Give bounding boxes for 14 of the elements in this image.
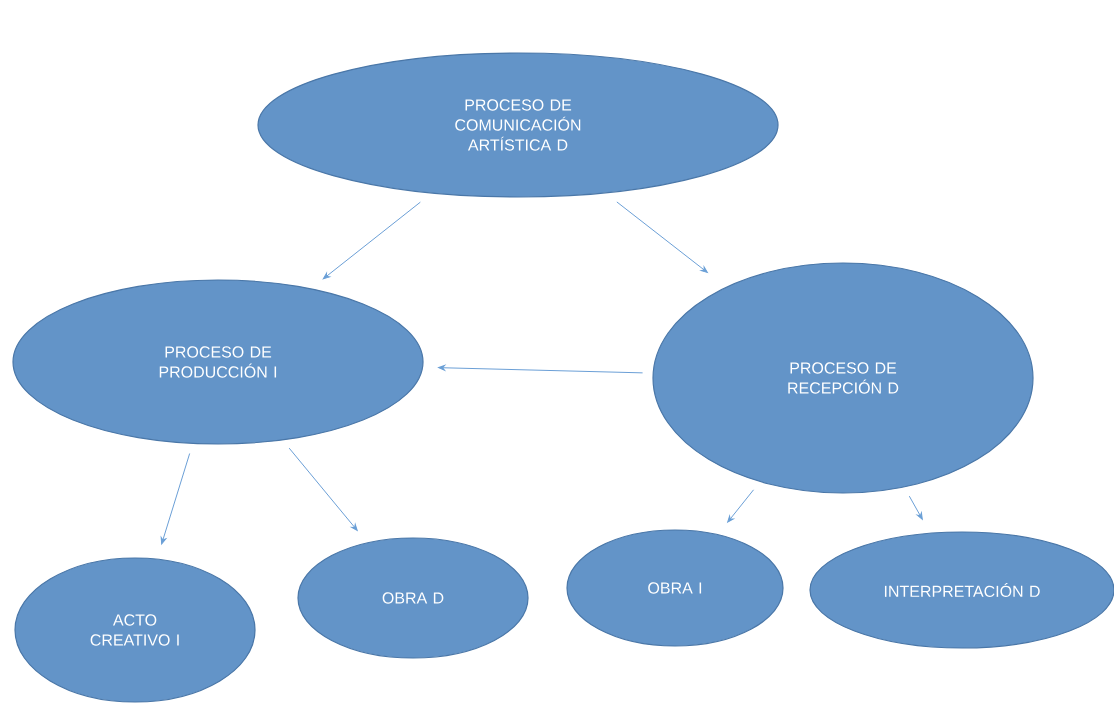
arrow: [616, 201, 708, 273]
ellipse-node: INTERPRETACIÓN D: [809, 531, 1114, 649]
ellipse-node: OBRA D: [297, 537, 529, 659]
arrow: [160, 453, 191, 545]
ellipse-node: ACTO CREATIVO I: [14, 557, 256, 703]
ellipse-node: PROCESO DE RECEPCIÓN D: [652, 262, 1034, 494]
arrow: [322, 201, 421, 280]
ellipse-node: PROCESO DE COMUNICACIÓN ARTÍSTICA D: [257, 52, 779, 198]
arrow: [288, 447, 358, 532]
ellipse-node: PROCESO DE PRODUCCIÓN I: [12, 279, 424, 445]
arrow: [908, 495, 923, 520]
arrow: [438, 364, 644, 374]
ellipse-node: OBRA I: [566, 529, 784, 647]
arrow: [727, 489, 755, 523]
